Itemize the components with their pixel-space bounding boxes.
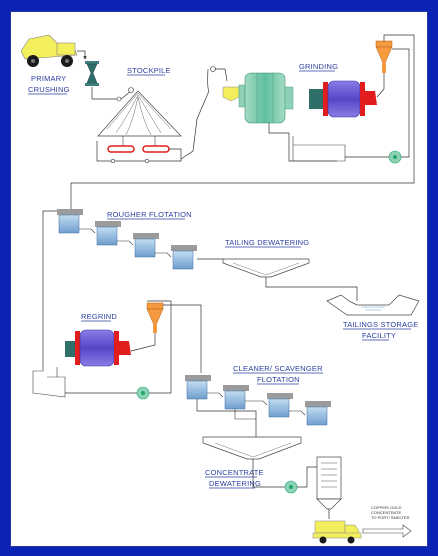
rougher-cells-icon [57, 209, 197, 270]
label-shipping-1: COPPER/ GOLD [371, 505, 402, 510]
diagram-canvas: PRIMARY CRUSHING STOCKPILE [10, 11, 428, 547]
label-concentrate-2: DEWATERING [209, 479, 261, 488]
regrind-mill-icon [65, 329, 131, 367]
label-tailings-storage-1: TAILINGS STORAGE [343, 320, 418, 329]
concentrate-thickener-icon [202, 436, 302, 460]
haul-truck-icon [20, 34, 78, 67]
stockpile-icon [96, 87, 182, 164]
label-stockpile: STOCKPILE [127, 66, 171, 75]
label-primary-crushing-2: CRUSHING [28, 85, 70, 94]
cyclone-icon [375, 40, 393, 73]
label-cleaner-1: CLEANER/ SCAVENGER [233, 364, 323, 373]
cleaner-cells-icon [185, 375, 331, 426]
label-concentrate-1: CONCENTRATE [205, 468, 264, 477]
label-cleaner-2: FLOTATION [257, 375, 300, 384]
gyratory-crusher-icon [85, 61, 99, 86]
process-flow-diagram: PRIMARY CRUSHING STOCKPILE [20, 34, 420, 544]
label-shipping-2: CONCENTRATE [371, 510, 401, 515]
shipping-arrow-icon [362, 524, 412, 538]
concentrate-pump-icon [284, 480, 298, 494]
concentrate-truck-icon [312, 520, 362, 544]
label-rougher-flotation: ROUGHER FLOTATION [107, 210, 192, 219]
label-tailings-storage-2: FACILITY [362, 331, 396, 340]
label-regrind: REGRIND [81, 312, 117, 321]
regrind-cyclone-icon [146, 302, 164, 333]
sag-mill-icon [222, 72, 294, 124]
label-shipping-3: TO PORT/ SMELTER [371, 515, 410, 520]
tailings-pond-icon [326, 294, 420, 316]
pump-icon [388, 150, 402, 164]
thickener-icon [222, 258, 310, 278]
label-tailing-dewatering: TAILING DEWATERING [225, 238, 309, 247]
label-grinding: GRINDING [299, 62, 338, 71]
ball-mill-icon [309, 80, 377, 118]
regrind-pump-icon [136, 386, 150, 400]
label-primary-crushing-1: PRIMARY [31, 74, 66, 83]
filter-press-icon [316, 456, 342, 519]
